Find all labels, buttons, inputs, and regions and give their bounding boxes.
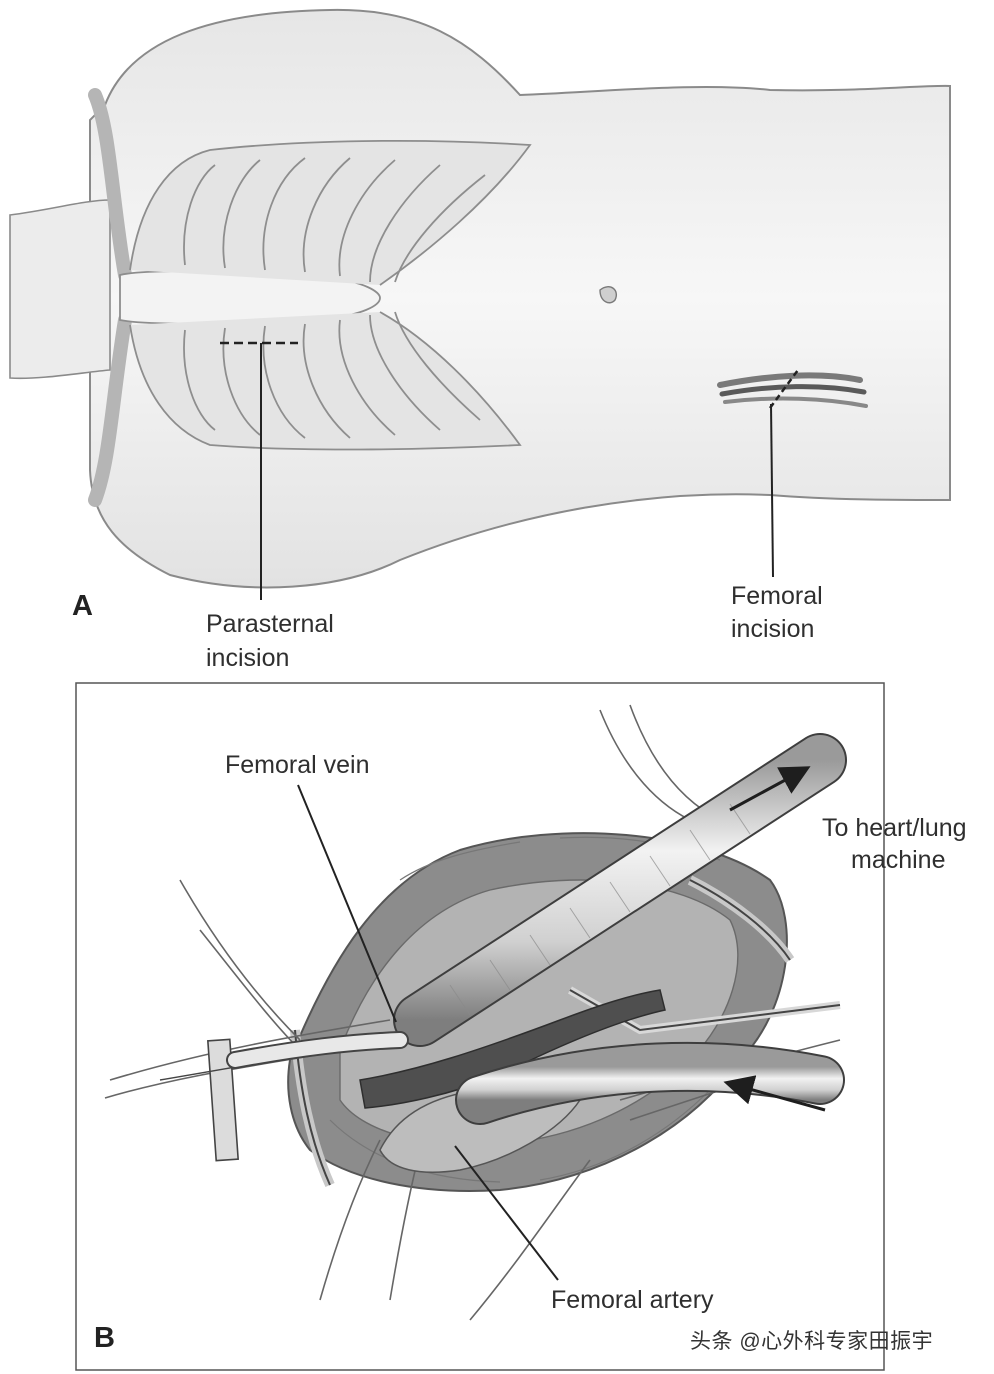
tissue-lines (104, 704, 841, 1321)
venous-cannula (393, 733, 847, 1047)
ribs-lower (183, 311, 481, 439)
femoral-leader-line (770, 403, 774, 578)
wound-inner-tissue (339, 879, 739, 1147)
machine-label-line-1: To heart/lung (822, 814, 967, 842)
parasternal-label-line-2: incision (206, 644, 290, 672)
femoral-label-line-1: Femoral (731, 582, 823, 610)
flow-arrow-in (723, 1075, 826, 1112)
femoral-artery-label: Femoral artery (551, 1286, 714, 1314)
panel-a-letter: A (72, 590, 93, 622)
umbilicus (599, 286, 617, 304)
femoral-vein-leader-line (297, 784, 397, 1023)
flow-arrow-out (729, 766, 811, 812)
femoral-vein-vessel (359, 989, 666, 1109)
tourniquet-clamp (159, 1038, 401, 1162)
ribs-upper (183, 157, 486, 283)
machine-label-line-2: machine (851, 846, 946, 874)
panel-a-illustration (9, 8, 951, 600)
femoral-label-line-2: incision (731, 615, 815, 643)
panel-b-frame (75, 682, 885, 1371)
wound-opening (287, 832, 788, 1192)
clavicle-bottom (88, 313, 132, 507)
snare-tube (226, 1031, 409, 1069)
retractors (290, 875, 841, 1188)
femoral-incision-mark (768, 369, 800, 409)
femoral-vein-label: Femoral vein (225, 751, 370, 779)
neck-region (9, 199, 111, 380)
parasternal-label-line-1: Parasternal (206, 610, 334, 638)
wound-edge-texture (329, 836, 721, 1183)
arterial-cannula (455, 1041, 845, 1125)
femoral-artery-leader-line (454, 1145, 559, 1281)
femoral-artery-vessel (379, 1087, 582, 1173)
panel-b-letter: B (94, 1322, 115, 1354)
clavicle-top (88, 88, 132, 282)
watermark-text: 头条 @心外科专家田振宇 (690, 1330, 934, 1353)
rib-cage-upper (129, 139, 532, 286)
rib-cage-lower (129, 311, 522, 451)
